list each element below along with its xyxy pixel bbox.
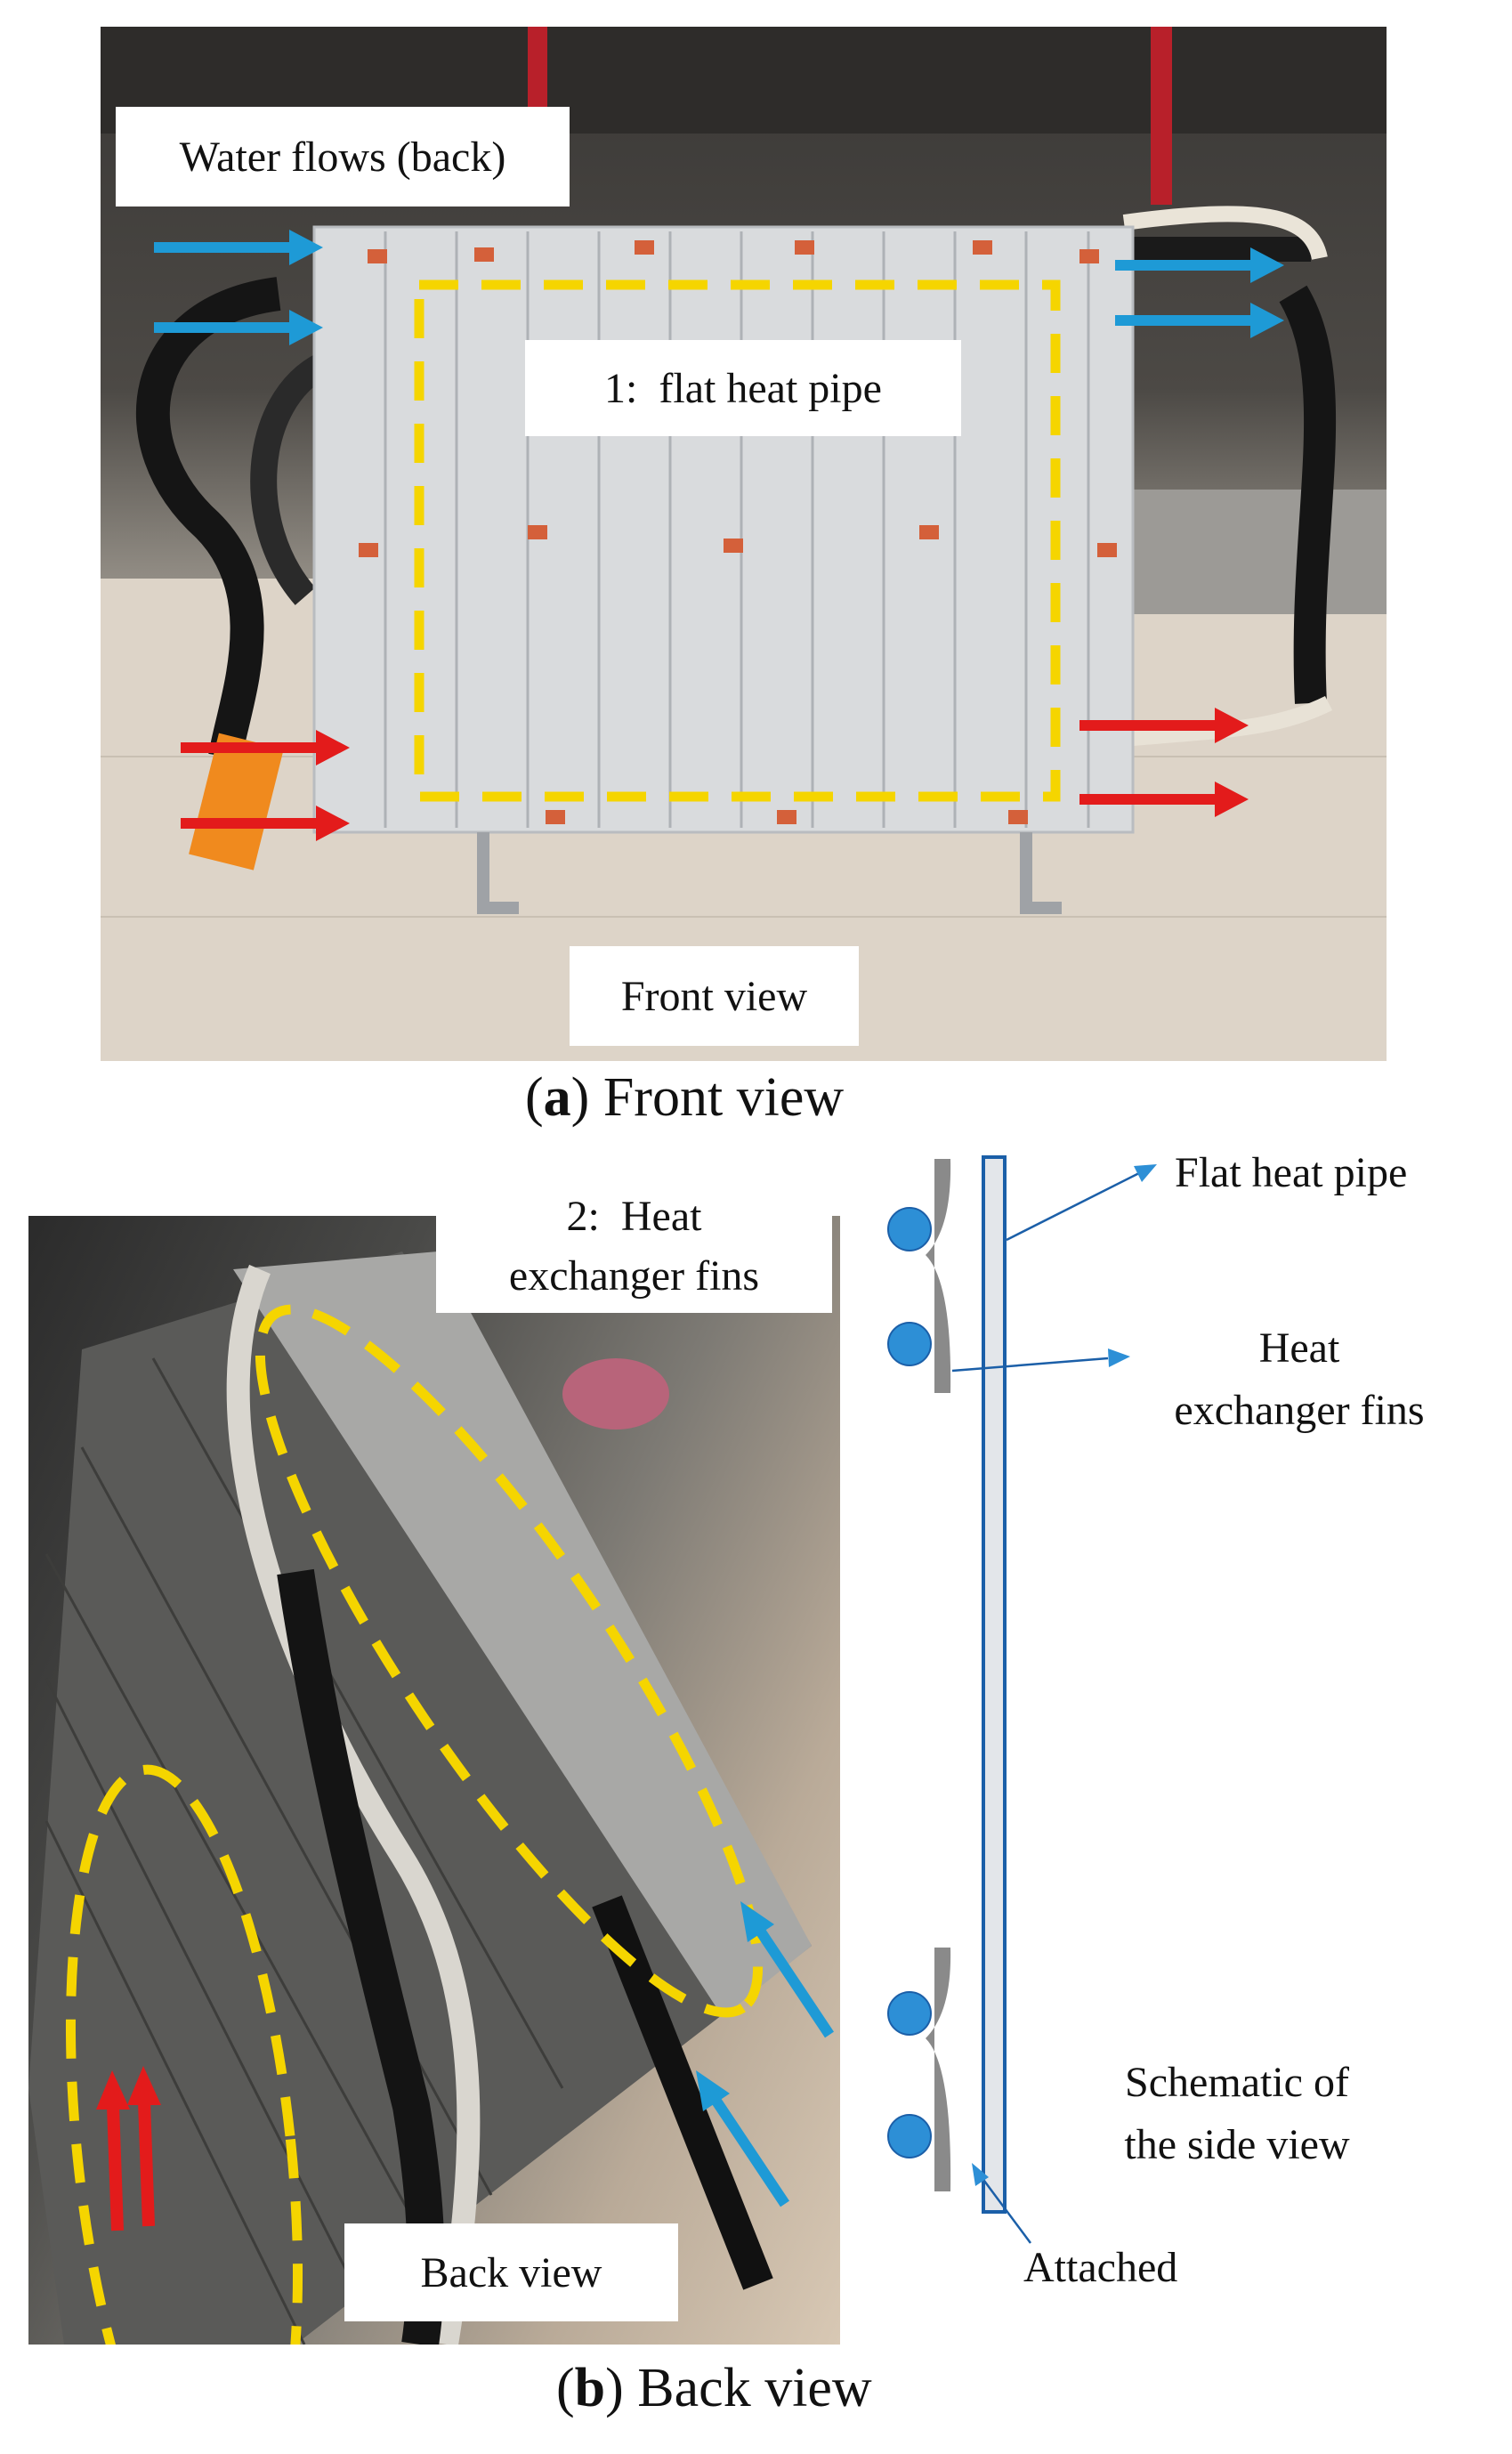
leader-line — [977, 2173, 1032, 2244]
fins-label-line2: exchanger fins — [508, 1252, 760, 1300]
insulated-hose — [250, 352, 330, 605]
back-view-photo: Back view — [28, 1216, 840, 2345]
caption-a-text: Front view — [589, 1067, 845, 1128]
front-view-label: Front view — [570, 946, 859, 1046]
leader-arrowhead — [1108, 1348, 1130, 1367]
flat-heat-pipe-bar — [982, 1155, 1007, 2214]
schematic-fins-line1: Heat — [1258, 1324, 1340, 1372]
schematic-attached-label: Attached — [1023, 2244, 1178, 2291]
leader-arrowhead — [1134, 1164, 1157, 1182]
heat-exchanger-fin — [926, 1948, 951, 2191]
flat-heat-pipe-label-text: 1: flat heat pipe — [604, 364, 882, 412]
stand-leg — [1020, 832, 1062, 914]
leader-line — [951, 1357, 1109, 1373]
blue-arrow — [740, 1901, 834, 2038]
flat-heat-pipe-label: 1: flat heat pipe — [525, 340, 961, 436]
red-arrow — [181, 730, 350, 765]
caption-a: (a) Front view — [525, 1067, 845, 1128]
flat-heat-pipe-outline — [414, 279, 1061, 802]
caption-b-text: Back view — [623, 2358, 872, 2418]
fins-label-line1: 2: Heat — [566, 1192, 702, 1240]
fin-tube-bump — [887, 1322, 932, 1366]
insulated-hose — [592, 1895, 773, 2290]
side-view-line2: the side view — [1124, 2120, 1350, 2168]
schematic-side-view-title: Schematic of the side view — [1090, 2052, 1384, 2175]
caption-b-letter: b — [574, 2358, 606, 2418]
panel-strips — [44, 1357, 564, 2345]
red-arrow — [181, 806, 350, 841]
white-hose — [1122, 206, 1328, 261]
insulated-hose — [1279, 285, 1337, 704]
heat-exchanger-fin — [926, 1159, 951, 1393]
red-arrow — [127, 2066, 161, 2227]
schematic-flat-heat-pipe-label: Flat heat pipe — [1175, 1149, 1408, 1196]
pipe-outline — [65, 1764, 303, 2345]
panel-back — [28, 1251, 812, 2345]
white-hose — [226, 1264, 481, 2345]
back-view-label: Back view — [344, 2223, 678, 2321]
heat-exchanger-fins-label: 2: Heat exchanger fins — [436, 1179, 832, 1313]
schematic-fins-label: Heat exchanger fins — [1130, 1317, 1468, 1441]
leader-arrowhead — [972, 2163, 989, 2186]
front-photo-drawing — [101, 27, 1387, 1061]
fins-outline — [255, 1304, 764, 2018]
leader-line — [1006, 1171, 1140, 1242]
side-view-line1: Schematic of — [1125, 2059, 1349, 2106]
red-arrow — [96, 2070, 130, 2231]
caption-a-letter: a — [543, 1067, 571, 1128]
blue-arrow — [1115, 247, 1284, 283]
fin-tube — [233, 1251, 812, 2017]
water-flow-label-text: Water flows (back) — [179, 133, 506, 181]
schematic-fins-line2: exchanger fins — [1174, 1386, 1425, 1434]
flat-heat-pipe-panel — [312, 225, 1135, 834]
water-flow-label: Water flows (back) — [116, 107, 570, 207]
back-view-label-text: Back view — [420, 2248, 602, 2296]
blue-arrow — [154, 310, 323, 345]
red-arrow — [1079, 782, 1249, 817]
back-photo-drawing — [28, 1251, 834, 2345]
insulated-hose — [135, 277, 281, 760]
thermocouple-tapes — [359, 240, 1117, 824]
blue-arrow — [696, 2070, 789, 2207]
front-view-photo: Water flows (back) 1: flat heat pipe Fro… — [101, 27, 1387, 1061]
stand-leg — [477, 832, 519, 914]
chair — [562, 1358, 669, 1429]
blue-arrow — [154, 230, 323, 265]
front-view-label-text: Front view — [620, 972, 808, 1020]
red-arrow — [1079, 708, 1249, 743]
red-pipe — [1151, 27, 1172, 205]
blue-arrow — [1115, 303, 1284, 338]
orange-meter — [189, 733, 284, 871]
caption-b: (b) Back view — [556, 2358, 872, 2418]
fin-tube-bump — [887, 1991, 932, 2036]
fin-tube-bump — [887, 2114, 932, 2158]
fin-tube-bump — [887, 1207, 932, 1251]
